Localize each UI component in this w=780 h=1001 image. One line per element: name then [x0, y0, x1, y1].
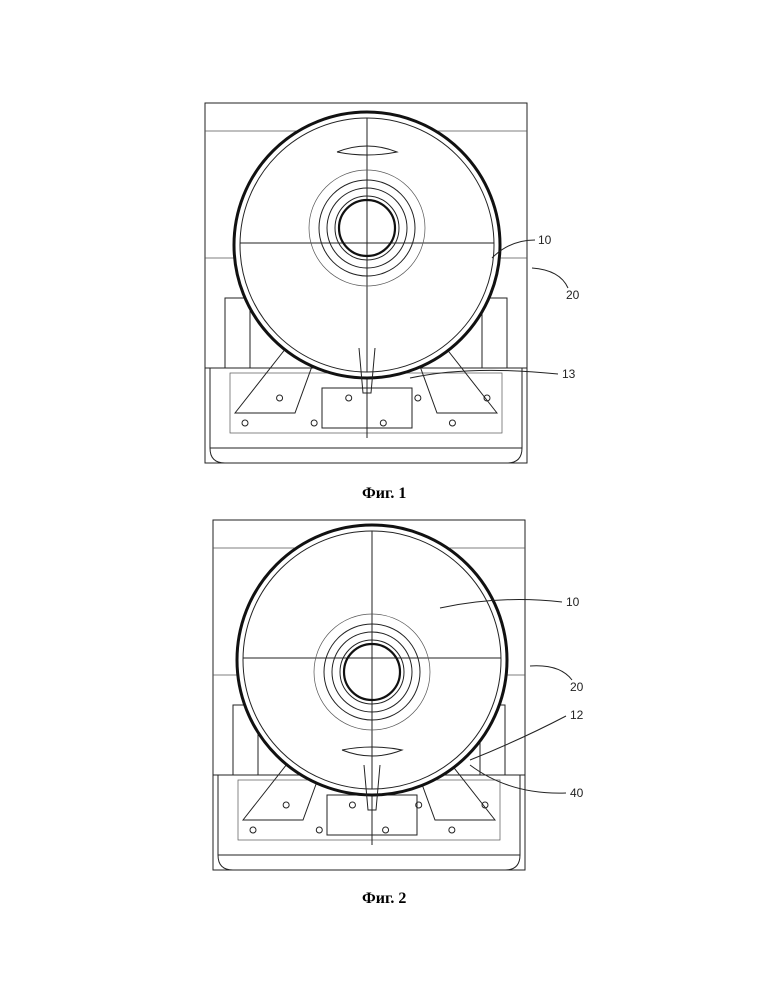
- figure-2-drawing: [213, 520, 572, 870]
- figure-1-drawing: [205, 103, 568, 463]
- leader-13: [410, 370, 558, 378]
- screw: [242, 420, 248, 426]
- fig2-label-20: 20: [570, 680, 584, 694]
- leader-40: [470, 765, 566, 793]
- screw: [449, 420, 455, 426]
- fig2-label-40: 40: [570, 786, 584, 800]
- screw: [349, 802, 355, 808]
- fig1-label-10: 10: [538, 233, 552, 247]
- figure-2-caption: Фиг. 2: [362, 890, 406, 907]
- base-bottom: [210, 448, 522, 463]
- screw: [346, 395, 352, 401]
- fig2-label-10: 10: [566, 595, 580, 609]
- screw: [311, 420, 317, 426]
- screw: [250, 827, 256, 833]
- screw: [383, 827, 389, 833]
- fig1-label-13: 13: [562, 367, 576, 381]
- figure-1-caption: Фиг. 1: [362, 485, 406, 502]
- screw: [415, 395, 421, 401]
- screw: [277, 395, 283, 401]
- screw: [380, 420, 386, 426]
- screw: [449, 827, 455, 833]
- base-bottom: [218, 855, 520, 870]
- screw: [316, 827, 322, 833]
- screw: [283, 802, 289, 808]
- leader-20: [532, 268, 568, 288]
- fig2-label-12: 12: [570, 708, 584, 722]
- base-inner: [230, 373, 502, 433]
- base-housing: [210, 368, 522, 448]
- fig1-label-20: 20: [566, 288, 580, 302]
- leader-20: [530, 666, 572, 680]
